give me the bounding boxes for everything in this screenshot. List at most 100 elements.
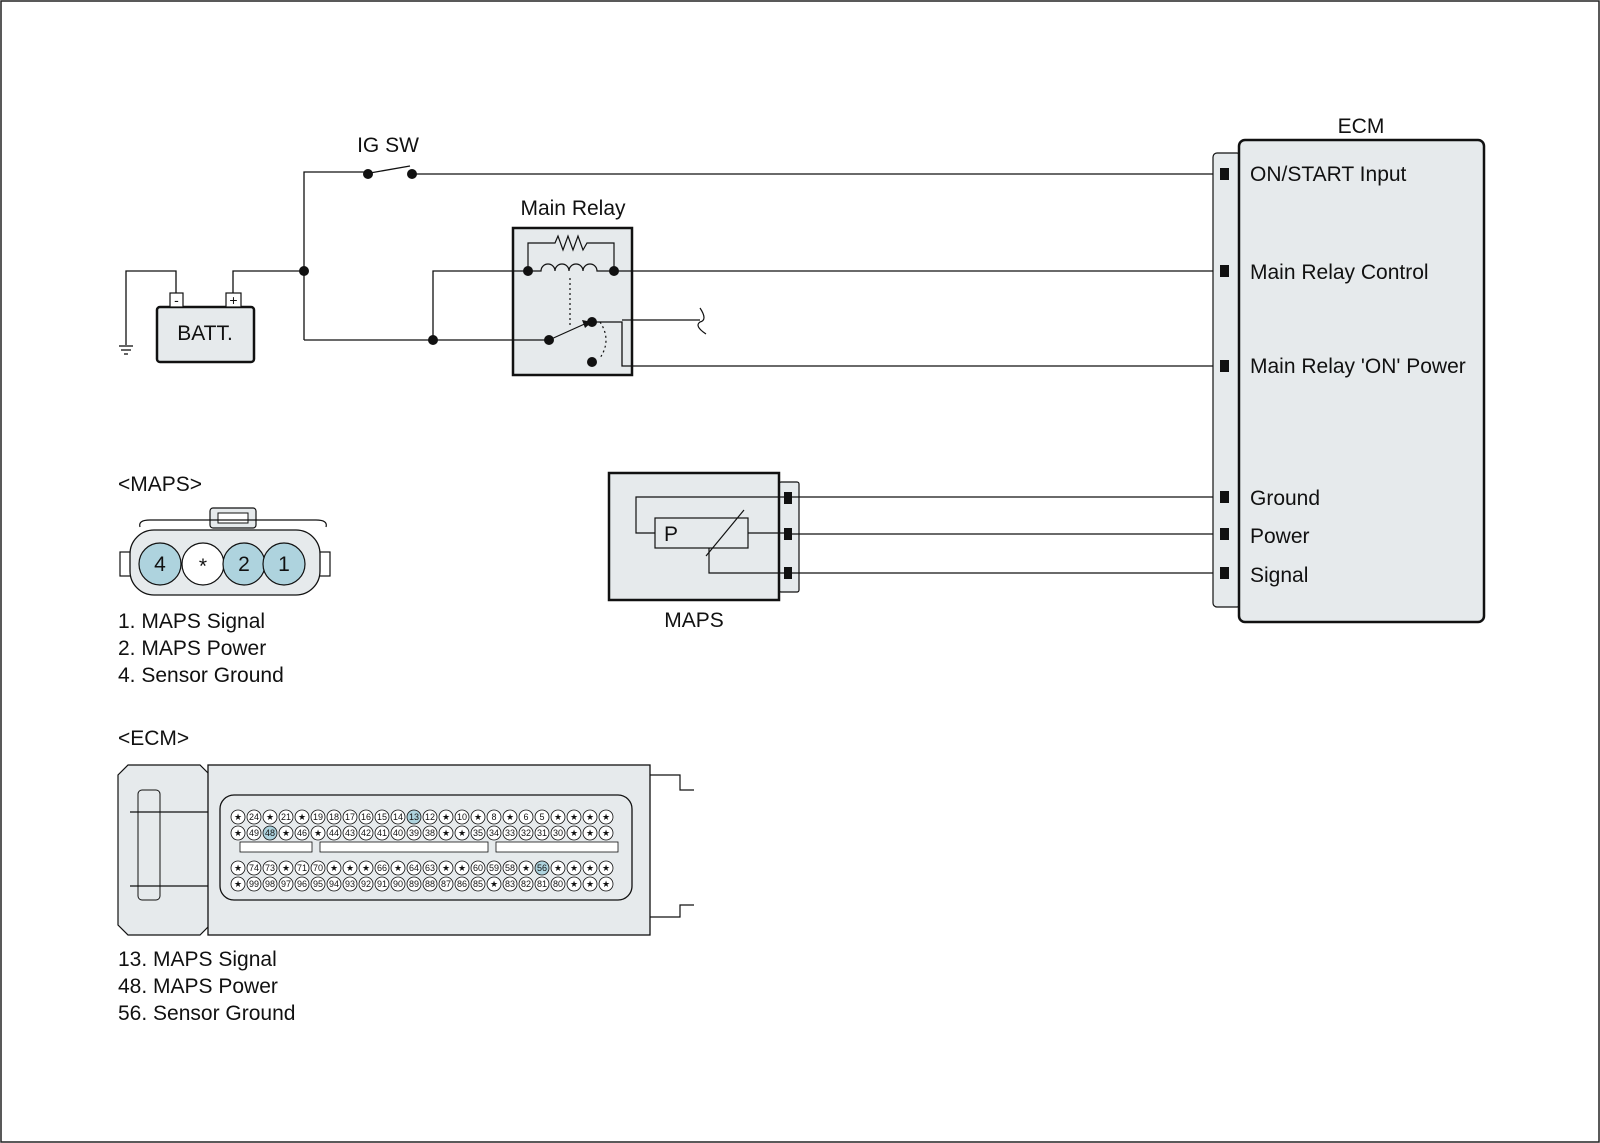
ecm-pin-label: ★ <box>570 879 578 889</box>
ecm-pin-label: 95 <box>313 879 323 889</box>
ecm-pin-label: ★ <box>298 812 306 822</box>
ecm-pin-cavity <box>230 825 246 841</box>
main-relay-label: Main Relay <box>520 197 626 220</box>
ecm-legend-1: 13. MAPS Signal <box>118 948 277 971</box>
ecm-legend-3: 56. Sensor Ground <box>118 1002 295 1025</box>
ecm-pin-cavity <box>518 825 534 841</box>
ecm-pin-cavity <box>294 825 310 841</box>
chassis-ground-icon <box>119 270 177 355</box>
ecm-pin-cavity <box>534 809 550 825</box>
ecm-pin-label: 8 <box>491 812 496 822</box>
ecm-pin-label: 60 <box>473 863 483 873</box>
ecm-pin-cavity <box>582 809 598 825</box>
ecm-pin-cavity <box>326 825 342 841</box>
ecm-pin-label: 10 <box>457 812 467 822</box>
ecm-pin-cavity <box>550 860 566 876</box>
ecm-pin-cavity <box>278 860 294 876</box>
ecm-pin-label: 12 <box>425 812 435 822</box>
ecm-pin-cavity <box>502 876 518 892</box>
ecm-pin-label: 5 <box>539 812 544 822</box>
ecm-pin-cavity <box>486 860 502 876</box>
ecm-pin-label: ★ <box>570 863 578 873</box>
ecm-pin-label: ★ <box>234 879 242 889</box>
ecm-pin-cavity <box>566 809 582 825</box>
ecm-pin-label: 43 <box>345 828 355 838</box>
ecm-pin-cavity <box>342 825 358 841</box>
wire-break-icon <box>697 307 707 335</box>
ecm-pin-cavity <box>550 876 566 892</box>
ecm-pin-cavity <box>230 809 246 825</box>
ecm-pin-label: 73 <box>265 863 275 873</box>
ecm-pin-label: 89 <box>409 879 419 889</box>
ecm-pin-label: 64 <box>409 863 419 873</box>
ecm-pin-label: 33 <box>505 828 515 838</box>
ecm-pin-label: 21 <box>281 812 291 822</box>
ecm-pin-cavity <box>278 825 294 841</box>
ecm-pin-cavity <box>598 860 614 876</box>
maps-legend-3: 4. Sensor Ground <box>118 664 284 687</box>
ecm-pin-label: 88 <box>425 879 435 889</box>
ecm-pin-cavity <box>582 876 598 892</box>
ecm-pin-cavity <box>310 860 326 876</box>
ecm-pin-label: 46 <box>297 828 307 838</box>
ecm-pin-cavity <box>294 876 310 892</box>
ecm-pin-cavity <box>326 876 342 892</box>
ecm-pin-label: 66 <box>377 863 387 873</box>
ecm-pin-cavity <box>294 809 310 825</box>
ecm-pin-cavity <box>550 809 566 825</box>
ecm-connector-title: <ECM> <box>118 727 189 750</box>
ecm-pin-cavity <box>262 809 278 825</box>
ecm-pin-cavity <box>262 825 278 841</box>
ecm-pin-cavity <box>470 825 486 841</box>
maps-cavity-4 <box>138 542 182 586</box>
maps-p-label: P <box>664 523 678 546</box>
ecm-pin-cavity <box>294 860 310 876</box>
ecm-pin-label: 85 <box>473 879 483 889</box>
ecm-pin-label: ★ <box>490 879 498 889</box>
ecm-pin-cavity <box>582 825 598 841</box>
ecm-pin-cavity <box>246 860 262 876</box>
ecm-pin-label: ★ <box>602 828 610 838</box>
ignition-switch: IG SW <box>357 134 419 179</box>
ecm-pin-cavity <box>534 825 550 841</box>
ecm-pin-cavity <box>470 860 486 876</box>
ecm-pin-cavity <box>598 876 614 892</box>
ecm-pin-main-relay-on-power: Main Relay 'ON' Power <box>1250 355 1466 378</box>
battery: BATT. - + <box>155 292 256 364</box>
ecm-pin-cavity <box>358 860 374 876</box>
ecm-pin-label: ★ <box>474 812 482 822</box>
ecm-pin-cavity <box>278 809 294 825</box>
ecm-pin-signal: Signal <box>1250 564 1308 587</box>
ecm-pin-label: ★ <box>554 863 562 873</box>
ecm-pin-label: 42 <box>361 828 371 838</box>
ecm-module: ECM ON/START Input Main Relay Control Ma… <box>1212 115 1486 624</box>
ecm-pin-ground: Ground <box>1250 487 1320 510</box>
ecm-pin-cavity <box>438 876 454 892</box>
ecm-pin-label: 59 <box>489 863 499 873</box>
ecm-pin-label: ★ <box>234 812 242 822</box>
wire-batt-bus <box>303 171 365 340</box>
battery-pos-sign: + <box>229 292 237 308</box>
ecm-pin-cavity <box>342 809 358 825</box>
ecm-pin-cavity <box>262 876 278 892</box>
ecm-pin-cavity <box>566 825 582 841</box>
ecm-pin-label: 63 <box>425 863 435 873</box>
ecm-pin-cavity <box>534 876 550 892</box>
ecm-pin-label: ★ <box>506 812 514 822</box>
ecm-pin-label: 30 <box>553 828 563 838</box>
ecm-pin-cavity <box>406 825 422 841</box>
maps-cavity-1 <box>262 542 306 586</box>
battery-label: BATT. <box>177 322 233 345</box>
ecm-pin-cavity <box>246 876 262 892</box>
ecm-pin-cavity <box>454 860 470 876</box>
ecm-pin-label: ★ <box>570 812 578 822</box>
maps-legend-2: 2. MAPS Power <box>118 637 266 660</box>
ecm-pin-label: 16 <box>361 812 371 822</box>
ecm-pin-cavity <box>486 809 502 825</box>
ecm-pin-label: ★ <box>602 879 610 889</box>
ecm-pin-cavity <box>438 809 454 825</box>
ecm-pin-cavity <box>518 876 534 892</box>
ecm-pin-label: ★ <box>458 863 466 873</box>
